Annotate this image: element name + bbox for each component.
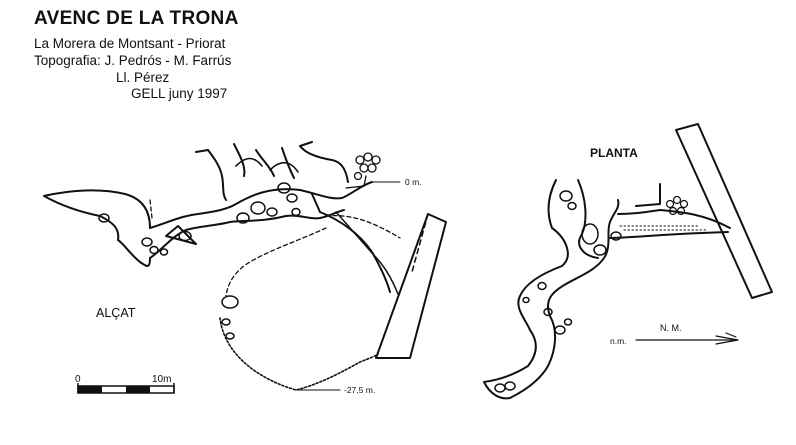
group-date-credit: GELL juny 1997: [131, 86, 228, 101]
north-arrow: [635, 332, 739, 345]
plan-label: PLANTA: [590, 146, 638, 160]
topography-credit: Topografia: J. Pedrós - M. Farrús: [34, 53, 232, 68]
plan-main-passage: [609, 209, 731, 239]
plan-vertical-gallery: [675, 123, 773, 299]
north-prefix-label: n.m.: [610, 336, 627, 346]
elevation-boulders: [98, 182, 301, 256]
elevation-surface-features: [207, 143, 349, 201]
topography-credit-extra: Ll. Pérez: [116, 70, 170, 85]
elevation-label: ALÇAT: [96, 306, 136, 320]
inclined-shaft: [375, 213, 447, 359]
plan-left-winding-passage: [483, 179, 620, 400]
scale-start-label: 0: [75, 374, 81, 385]
tree-symbol-elevation: [345, 152, 381, 189]
scale-bar: [77, 383, 175, 394]
depth-bottom-label: -27,5 m.: [344, 385, 375, 395]
scale-end-label: 10m: [152, 374, 171, 385]
survey-title: AVENC DE LA TRONA: [34, 8, 239, 29]
north-label: N. M.: [660, 323, 682, 333]
elevation-left-gallery: [43, 189, 151, 267]
big-chamber-outline: [225, 227, 327, 297]
depth-top-label: 0 m.: [405, 177, 422, 187]
location-text: La Morera de Montsant - Priorat: [34, 36, 226, 51]
tree-symbol-plan: [665, 195, 689, 216]
shaft-passage: [311, 193, 391, 293]
